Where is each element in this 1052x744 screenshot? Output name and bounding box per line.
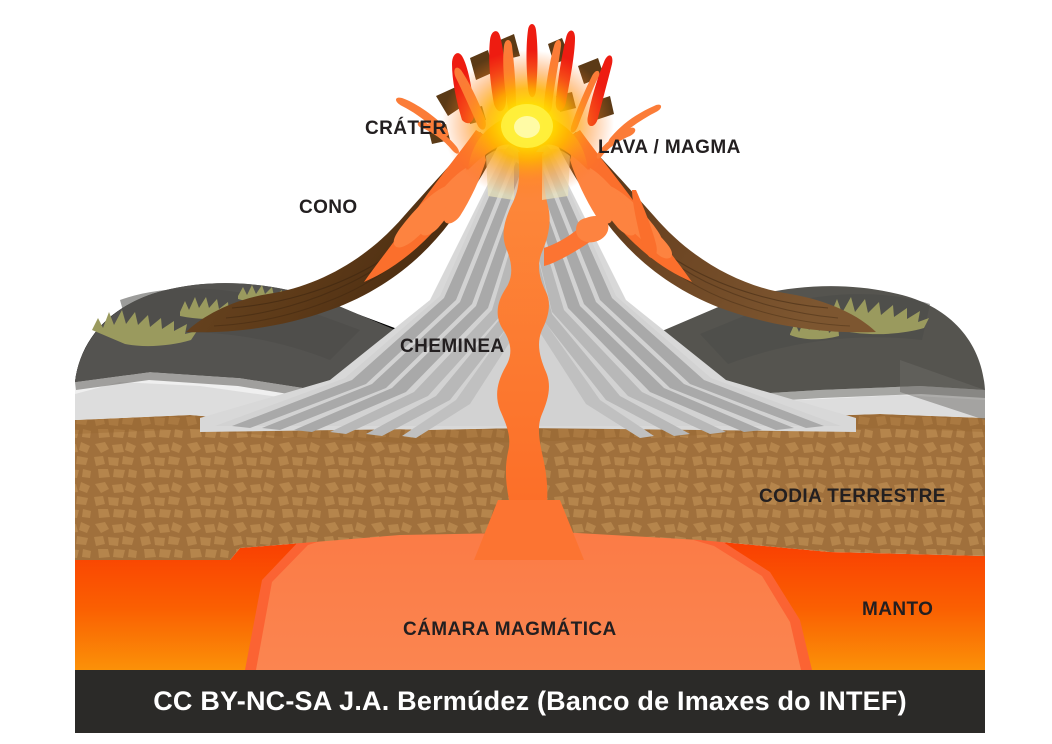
label-codia-terrestre: CODIA TERRESTRE — [759, 486, 946, 507]
label-camara-magmatica: CÁMARA MAGMÁTICA — [403, 618, 617, 640]
conduit-branch-knob — [576, 216, 609, 243]
magma-conduit — [474, 152, 609, 560]
credit-bar: CC BY-NC-SA J.A. Bermúdez (Banco de Imax… — [75, 670, 985, 733]
credit-bar-text: CC BY-NC-SA J.A. Bermúdez (Banco de Imax… — [153, 686, 907, 716]
conduit-main — [497, 152, 550, 512]
magma-chamber-body — [256, 518, 801, 670]
credit-bar-background — [75, 670, 985, 733]
label-cono: CONO — [299, 197, 358, 218]
ground-right-edge — [620, 386, 985, 412]
strata-bands-right — [521, 154, 824, 438]
label-lava-magma: LAVA / MAGMA — [598, 137, 741, 158]
label-cheminea: CHEMINEA — [400, 336, 505, 357]
conduit-into-chamber — [474, 500, 584, 560]
diagram-labels: CRÁTER LAVA / MAGMA CONO CHEMINEA CODIA … — [299, 117, 946, 640]
lava-drip-right — [632, 190, 657, 258]
eruption-plume — [396, 24, 662, 198]
label-manto: MANTO — [862, 599, 933, 620]
crater-glow-hotspot — [514, 116, 540, 138]
label-crater: CRÁTER — [365, 117, 447, 139]
magma-chamber — [245, 512, 812, 670]
